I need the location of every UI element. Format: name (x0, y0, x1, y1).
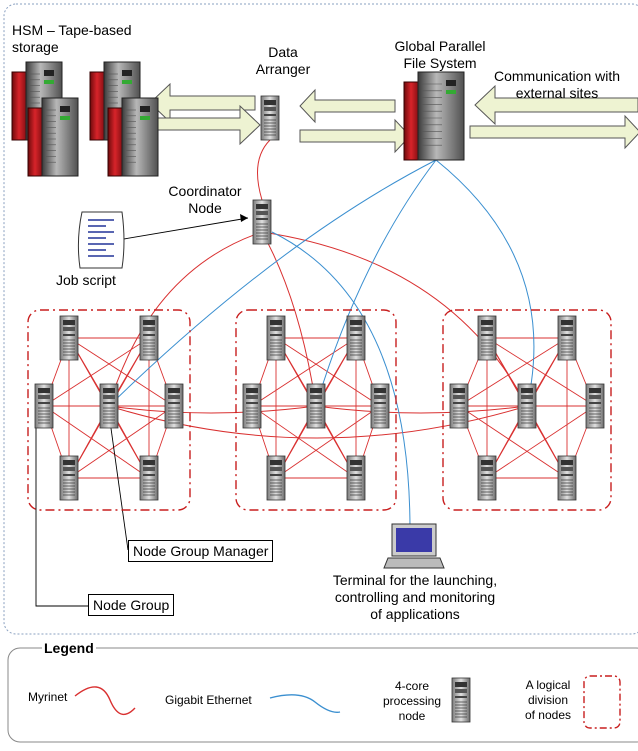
terminal-line3: of applications (370, 606, 460, 622)
processing-node (346, 315, 366, 361)
legend-frame (7, 647, 638, 743)
processing-node (306, 383, 326, 429)
gpfs-line1: Global Parallel (394, 38, 486, 54)
terminal-icon (383, 523, 445, 569)
legend-title: Legend (42, 640, 96, 656)
node-group-label: Node Group (88, 594, 175, 616)
processing-node (139, 455, 159, 501)
processing-node (477, 315, 497, 361)
job-script-arrow (117, 217, 249, 241)
processing-node (34, 383, 54, 429)
processing-node (477, 455, 497, 501)
gigabit-link (271, 231, 411, 531)
processing-node (59, 455, 79, 501)
processing-node (266, 315, 286, 361)
legend-myrinet-label: Myrinet (28, 690, 68, 704)
processing-node (346, 455, 366, 501)
myrinet-link (486, 337, 596, 407)
processing-node (557, 455, 577, 501)
gigabit-link (315, 159, 437, 407)
comm-line1: Communication with (493, 68, 621, 84)
myrinet-link (315, 405, 528, 414)
processing-node (449, 383, 469, 429)
ngm-callout (108, 413, 129, 551)
data-arranger-line2: Arranger (255, 61, 311, 77)
gpfs-label: Global Parallel File System (380, 38, 500, 72)
legend-myrinet-swatch (74, 686, 136, 716)
myrinet-link (43, 405, 150, 479)
job-script-label: Job script (56, 272, 116, 288)
legend-gigabit-label: Gigabit Ethernet (165, 693, 252, 707)
hsm-server-4 (107, 97, 159, 177)
myrinet-link (251, 337, 357, 407)
legend-division-line3: of nodes (524, 708, 572, 722)
myrinet-link (486, 405, 596, 479)
gpfs-line2: File System (403, 55, 477, 71)
coordinator-node-server (252, 199, 272, 245)
myrinet-link (261, 231, 528, 407)
myrinet-link (108, 405, 317, 414)
legend-division-label: A logical division of nodes (516, 678, 580, 723)
job-script-icon (77, 211, 125, 269)
legend-division-line2: division (527, 693, 569, 707)
gigabit-link (435, 159, 535, 407)
processing-node (99, 383, 119, 429)
myrinet-link (108, 231, 263, 407)
processing-node (370, 383, 390, 429)
data-arranger-server (260, 95, 280, 141)
node-group-manager-label: Node Group Manager (128, 540, 274, 562)
myrinet-link (68, 405, 175, 479)
node-group-box-2 (235, 309, 397, 511)
myrinet-link (275, 405, 381, 479)
terminal-label: Terminal for the launching, controlling … (310, 572, 520, 623)
hsm-label-line1: HSM – Tape-based (12, 22, 132, 38)
processing-node (585, 383, 605, 429)
processing-node (242, 383, 262, 429)
job-script-arrowhead (240, 214, 248, 222)
legend-node-label: 4-core processing node (382, 679, 442, 724)
node-group-box-3 (442, 309, 612, 511)
myrinet-link (458, 405, 568, 479)
coordinator-label: Coordinator Node (160, 183, 250, 217)
legend-node-icon (451, 677, 471, 723)
node-group-callout (35, 412, 88, 607)
gigabit-link (108, 159, 437, 407)
data-arranger-line1: Data (268, 44, 298, 60)
processing-node (164, 383, 184, 429)
terminal-line2: controlling and monitoring (334, 589, 496, 605)
storage-arrows (149, 82, 638, 154)
coordinator-line2: Node (188, 200, 222, 216)
myrinet-link (275, 337, 381, 407)
processing-node (557, 315, 577, 361)
legend-node-line1: 4-core (394, 679, 429, 693)
legend-division-swatch (583, 675, 621, 729)
terminal-line1: Terminal for the launching, (332, 572, 498, 588)
legend-node-line3: node (398, 709, 426, 723)
hsm-label: HSM – Tape-based storage (12, 22, 132, 56)
processing-node (59, 315, 79, 361)
legend-division-line1: A logical (525, 678, 571, 692)
processing-node (517, 383, 537, 429)
processing-node (139, 315, 159, 361)
coordinator-line1: Coordinator (168, 183, 242, 199)
data-arranger-label: Data Arranger (253, 44, 313, 78)
myrinet-link (458, 337, 568, 407)
node-group-box-1 (27, 309, 191, 511)
legend-node-line2: processing (382, 694, 442, 708)
gpfs-server (403, 71, 465, 161)
processing-node (266, 455, 286, 501)
main-frame (3, 3, 638, 635)
comm-label: Communication with external sites (482, 68, 632, 102)
hsm-label-line2: storage (12, 39, 59, 55)
legend-gigabit-swatch (269, 694, 341, 713)
hsm-server-3 (27, 97, 79, 177)
myrinet-link (251, 405, 357, 479)
comm-line2: external sites (515, 85, 599, 101)
myrinet-link (257, 139, 271, 201)
